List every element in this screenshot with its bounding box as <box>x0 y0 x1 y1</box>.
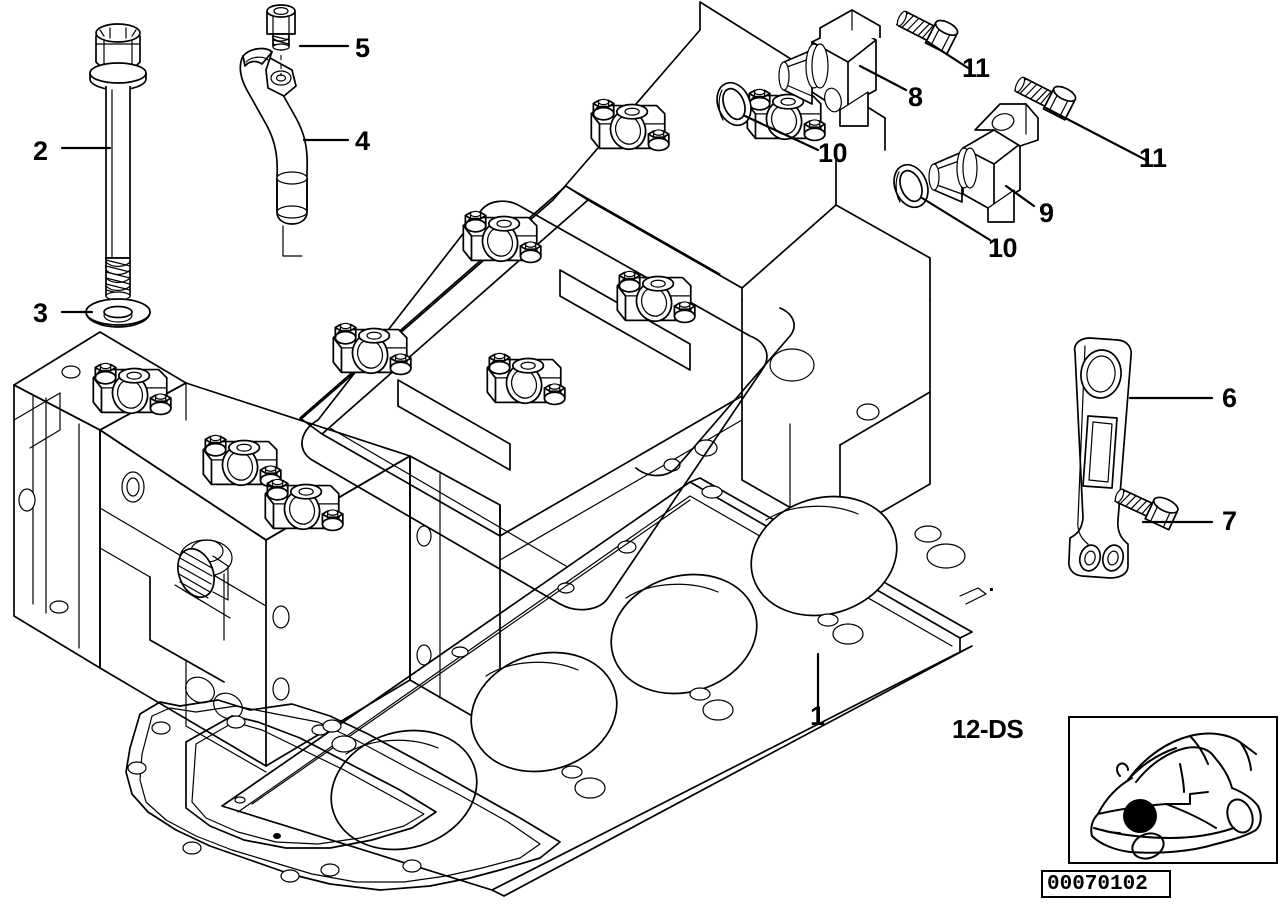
leader-lines <box>60 40 1214 708</box>
cylinder-head-gasket <box>125 477 993 897</box>
o-ring-lower <box>893 163 929 209</box>
engine-location-dot <box>1123 799 1157 833</box>
o-ring-upper <box>716 81 752 127</box>
camshaft-bearing-caps <box>92 88 826 535</box>
callout-8: 8 <box>908 82 923 112</box>
callout-6: 6 <box>1222 383 1237 413</box>
vehicle-location-inset <box>1068 716 1278 864</box>
vehicle-illustration <box>1090 732 1262 860</box>
cylinder-head-casting <box>13 149 931 773</box>
callout-10-lower: 10 <box>988 233 1018 263</box>
drawing-number-box: 00070102 <box>1041 870 1171 898</box>
callout-10-upper: 10 <box>818 138 848 168</box>
coolant-pipe <box>239 46 309 257</box>
callout-3: 3 <box>33 298 48 328</box>
camshaft-position-sensor <box>778 9 881 127</box>
callout-1: 1 <box>810 701 825 731</box>
callout-11-upper: 11 <box>962 53 990 83</box>
callout-4: 4 <box>355 126 370 156</box>
section-code-label: 12-DS <box>952 714 1024 744</box>
engine-lifting-bracket <box>1068 337 1132 579</box>
pulse-generator-sensor <box>928 103 1039 223</box>
washer <box>85 298 151 328</box>
cylinder-head-bolt <box>89 23 147 301</box>
socket-head-cap-screw <box>266 4 296 51</box>
threaded-bore <box>177 547 229 604</box>
drawing-number-text: 00070102 <box>1047 872 1148 896</box>
callout-7: 7 <box>1222 506 1237 536</box>
callout-5: 5 <box>355 33 370 63</box>
sensor-retaining-bolt-upper <box>895 10 959 55</box>
callout-11-lower: 11 <box>1139 143 1167 173</box>
port-bosses <box>121 471 290 773</box>
callout-9: 9 <box>1039 198 1054 228</box>
callout-2: 2 <box>33 136 48 166</box>
